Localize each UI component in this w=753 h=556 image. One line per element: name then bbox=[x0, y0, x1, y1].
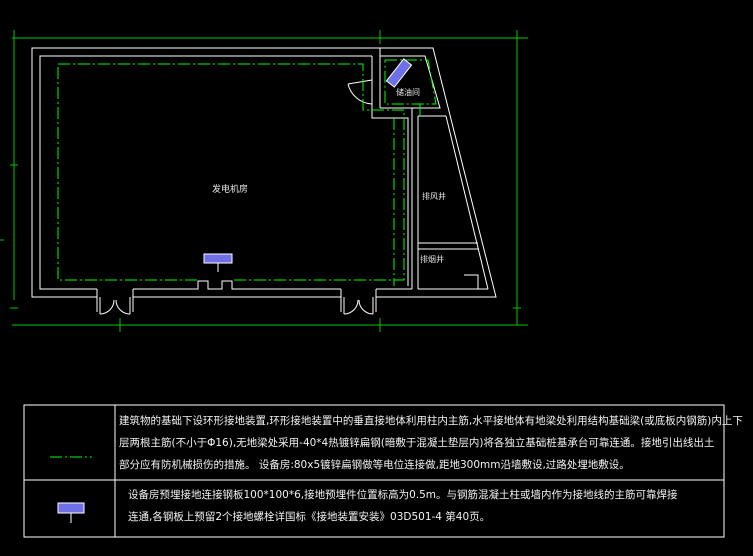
door2-arc-right bbox=[358, 299, 374, 315]
inner-wall-top-left bbox=[39, 55, 372, 290]
legend-row2-text: 设备房预埋接地连接钢板100*100*6,接地预埋件位置标高为0.5m。与钢筋混… bbox=[128, 484, 678, 528]
grounding-plate-generator-room bbox=[203, 253, 233, 264]
axis-lines bbox=[0, 30, 528, 332]
room-label-smoke-shaft: 排烟井 bbox=[420, 254, 444, 264]
legend-symbol-grounding-plate bbox=[57, 502, 85, 514]
legend-row1-line2: 层两根主筋(不小于Φ16),无地梁处采用-40*4热镀锌扁钢(暗敷于混凝土垫层内… bbox=[119, 437, 715, 449]
door1-arc-left bbox=[99, 299, 115, 315]
legend-table-border bbox=[23, 404, 725, 538]
legend-row1-line1: 建筑物的基础下设环形接地装置,环形接地装置中的垂直接地体利用柱内主筋,水平接地体… bbox=[119, 415, 743, 427]
storage-door-leaf bbox=[347, 79, 373, 85]
grounding-ring bbox=[57, 59, 437, 286]
legend-row1-text: 建筑物的基础下设环形接地装置,环形接地装置中的垂直接地体利用柱内主筋,水平接地体… bbox=[119, 410, 743, 476]
doors bbox=[99, 76, 374, 315]
storage-wall-bottom bbox=[371, 104, 409, 286]
door2-arc-left bbox=[343, 299, 359, 315]
legend-row2-line2: 连通,各钢板上预留2个接地螺栓详国标《接地装置安装》03D501-4 第40页。 bbox=[128, 511, 491, 523]
room-label-exhaust-shaft: 排风井 bbox=[422, 191, 446, 201]
legend-row2-line1: 设备房预埋接地连接钢板100*100*6,接地预埋件位置标高为0.5m。与钢筋混… bbox=[128, 489, 678, 501]
smoke-shaft-notch bbox=[464, 274, 479, 289]
grounding-plate-oil-storage bbox=[385, 58, 413, 88]
shaft-slanted-inner bbox=[445, 115, 489, 290]
grounding-plates bbox=[203, 58, 413, 272]
legend-table bbox=[23, 404, 725, 538]
grounding-line-storage bbox=[384, 59, 437, 105]
grounding-line-main-top bbox=[58, 63, 405, 281]
bottom-wall-inner bbox=[133, 280, 341, 290]
grounding-line-main-bottom bbox=[57, 64, 197, 281]
door1-arc-right bbox=[115, 299, 131, 315]
legend-row1-line3: 部分应有防机械损伤的措施。 设备房:80x5镀锌扁钢做等电位连接做,距地300m… bbox=[119, 459, 630, 471]
room-label-oil-storage: 储油间 bbox=[396, 87, 420, 97]
room-label-generator: 发电机房 bbox=[212, 183, 248, 195]
storage-door-arc bbox=[347, 83, 373, 105]
walls bbox=[31, 47, 497, 312]
outer-wall bbox=[31, 47, 497, 298]
